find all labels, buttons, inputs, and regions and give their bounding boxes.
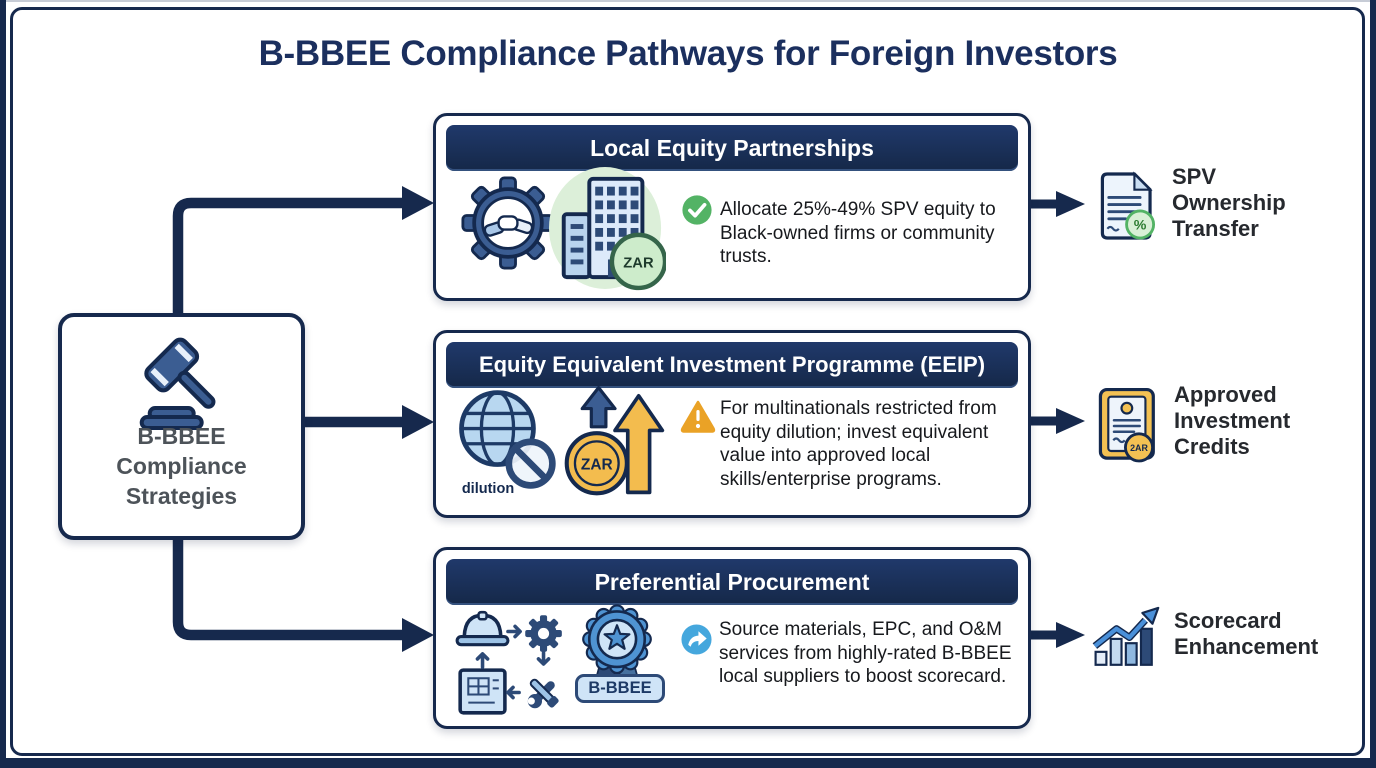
document-percent-icon: %	[1100, 171, 1156, 240]
blueprint-icon	[458, 668, 507, 715]
dilution-caption: dilution	[461, 481, 515, 497]
bbbee-badge-label: B-BBEE	[575, 674, 665, 703]
bar-chart-growth-icon	[1092, 606, 1160, 666]
cycle-arrows-icon	[475, 624, 551, 700]
connector-root-to-procurement	[172, 531, 402, 641]
gear-handshake-icon	[461, 176, 555, 270]
card-header-eeip: Equity Equivalent Investment Programme (…	[446, 342, 1018, 388]
card-header-local-equity: Local Equity Partnerships	[446, 125, 1018, 171]
arrowhead-outcome-3	[1056, 622, 1085, 648]
svg-text:ZAR: ZAR	[581, 457, 613, 474]
svg-text:ZAR: ZAR	[623, 255, 654, 271]
arrowhead-outcome-1	[1056, 191, 1085, 217]
pathway-description: For multinationals restricted from equit…	[720, 398, 997, 490]
connector-root-to-local-equity	[172, 197, 402, 314]
star-icon	[603, 624, 631, 650]
certificate-icon: 2AR	[1098, 387, 1155, 463]
left-edge-strip	[0, 0, 6, 758]
no-dilution-icon	[505, 438, 556, 489]
pathway-card-procurement: Preferential Procurement	[433, 547, 1031, 729]
zar-coin-icon	[609, 232, 666, 291]
hard-hat-icon	[455, 610, 510, 647]
arrowhead-local-equity	[402, 186, 434, 220]
building-icon: ZAR	[548, 167, 666, 291]
gear-icon	[525, 615, 562, 652]
right-edge-strip	[1370, 0, 1376, 758]
outcome-label: Scorecard Enhancement	[1174, 608, 1319, 659]
check-circle-icon	[682, 195, 712, 225]
outcome-approved-investment-credits: 2AR Approved Investment Credits	[1096, 380, 1336, 475]
zar-coin-icon: ZAR	[564, 431, 629, 496]
outcome-label: SPV Ownership Transfer	[1172, 164, 1286, 241]
pathway-card-local-equity: Local Equity Partnerships	[433, 113, 1031, 301]
arrowhead-procurement	[402, 618, 434, 652]
warning-triangle-icon	[680, 400, 716, 433]
card-header-procurement: Preferential Procurement	[446, 559, 1018, 605]
pathway-card-eeip: Equity Equivalent Investment Programme (…	[433, 330, 1031, 518]
svg-text:2AR: 2AR	[1130, 443, 1148, 453]
construction-cycle-icon	[455, 610, 562, 715]
arrowhead-outcome-2	[1056, 408, 1085, 434]
share-arrow-icon	[681, 624, 712, 655]
globe-icon	[459, 390, 556, 489]
canvas-frame	[10, 7, 1365, 756]
root-strategies-box: B-BBEE Compliance Strategies	[58, 313, 305, 540]
pathway-description: Source materials, EPC, and O&M services …	[719, 619, 1012, 687]
page-title: B-BBEE Compliance Pathways for Foreign I…	[258, 34, 1118, 73]
root-strategies-label: B-BBEE Compliance Strategies	[116, 423, 247, 509]
svg-text:%: %	[1134, 217, 1147, 233]
top-edge-strip	[0, 0, 1376, 2]
outcome-label: Approved Investment Credits	[1174, 382, 1291, 459]
bottom-edge-strip	[0, 758, 1376, 768]
gavel-icon	[139, 337, 215, 430]
outcome-spv-ownership-transfer: % SPV Ownership Transfer	[1096, 164, 1336, 254]
growth-arrows-icon: ZAR	[564, 386, 665, 496]
tools-icon	[527, 678, 559, 709]
outcome-scorecard-enhancement: Scorecard Enhancement	[1092, 596, 1352, 676]
pathway-description: Allocate 25%-49% SPV equity to Black-own…	[720, 199, 996, 267]
arrowhead-eeip	[402, 405, 434, 439]
